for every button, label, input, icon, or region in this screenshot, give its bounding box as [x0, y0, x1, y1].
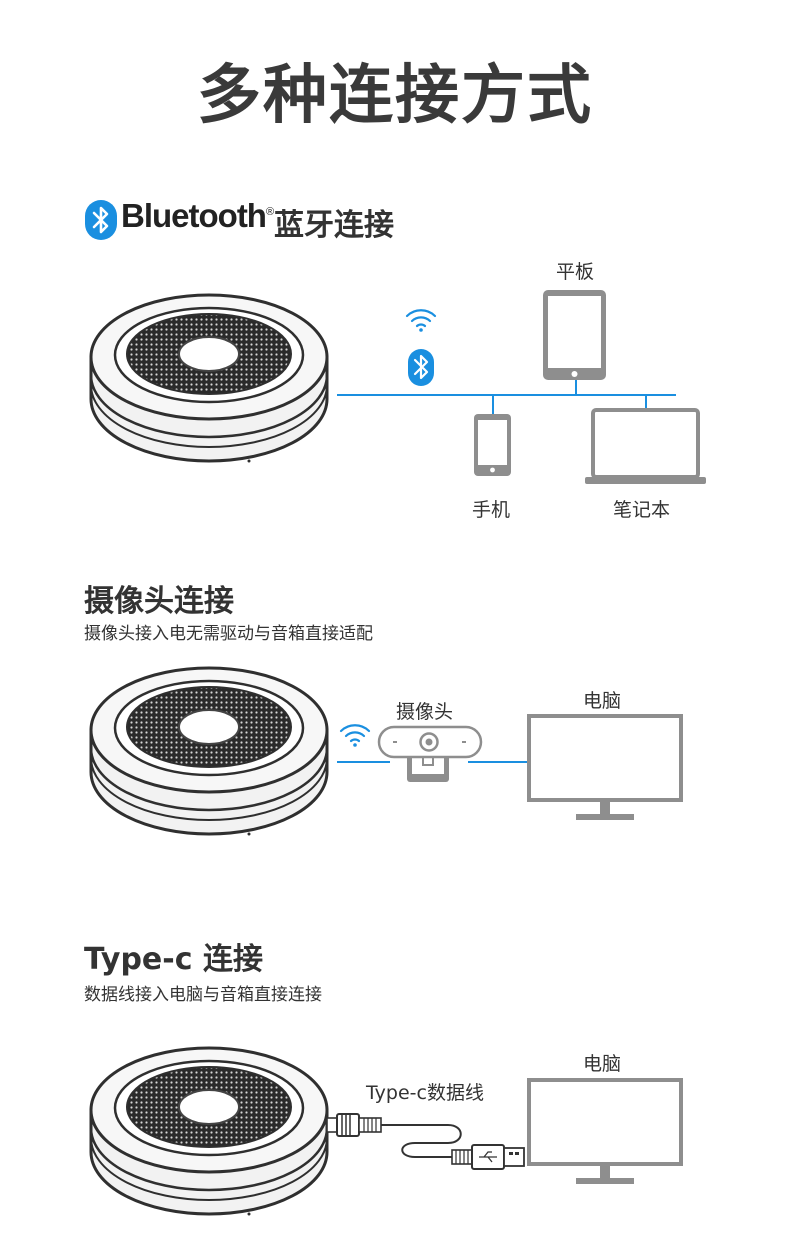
typec-section-subtitle: 数据线接入电脑与音箱直接连接	[84, 985, 322, 1005]
bluetooth-brand: Bluetooth®	[121, 197, 274, 235]
wifi-icon	[339, 724, 371, 748]
phone-icon	[474, 414, 511, 476]
typec-monitor-label: 电脑	[583, 1053, 622, 1075]
bluetooth-brand-text: Bluetooth	[121, 197, 267, 234]
webcam-icon	[377, 725, 483, 782]
tablet-icon	[543, 290, 606, 380]
camera-section-subtitle: 摄像头接入电无需驱动与音箱直接适配	[84, 624, 373, 644]
camera-label: 摄像头	[396, 701, 454, 723]
page-title: 多种连接方式	[197, 59, 593, 133]
wifi-icon	[405, 309, 437, 333]
laptop-icon	[585, 408, 706, 484]
speaker-icon	[89, 666, 329, 837]
tablet-label: 平板	[556, 261, 595, 283]
registered-mark: ®	[265, 206, 274, 218]
laptop-label: 笔记本	[613, 499, 671, 521]
speaker-icon	[89, 293, 329, 464]
bluetooth-icon	[408, 349, 434, 386]
phone-label: 手机	[472, 499, 511, 521]
usb-cable-icon	[326, 1113, 525, 1170]
camera-section-title: 摄像头连接	[84, 584, 234, 619]
bluetooth-logo-icon	[85, 200, 117, 240]
monitor-icon	[527, 1078, 683, 1186]
bluetooth-section-title: 蓝牙连接	[274, 208, 394, 243]
speaker-icon	[89, 1046, 329, 1217]
camera-monitor-label: 电脑	[583, 690, 622, 712]
typec-section-title: Type-c 连接	[84, 942, 263, 977]
cable-label: Type-c数据线	[366, 1082, 484, 1104]
monitor-icon	[527, 714, 683, 822]
